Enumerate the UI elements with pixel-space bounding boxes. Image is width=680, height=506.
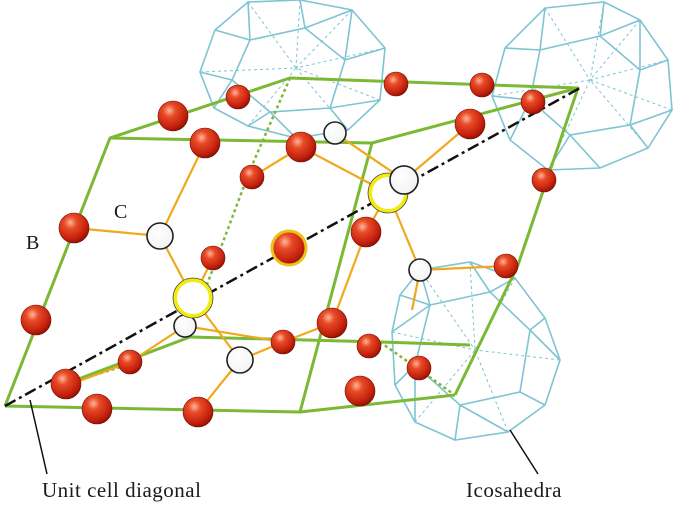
boron-atom — [520, 89, 546, 115]
boron-atom — [406, 355, 432, 381]
boron-atom — [356, 333, 382, 359]
chain-carbon-atom — [172, 277, 214, 319]
boron-atom — [225, 84, 251, 110]
boron-label: B — [26, 232, 39, 254]
boron-atom — [469, 72, 495, 98]
boron-atom — [350, 216, 382, 248]
boron-atoms — [20, 71, 557, 428]
boron-atom — [200, 245, 226, 271]
boron-atom — [344, 375, 376, 407]
boron-atom — [50, 368, 82, 400]
icosahedra-pointer-line — [509, 429, 539, 475]
boron-atom — [157, 100, 189, 132]
central-boron-atom — [270, 229, 308, 267]
carbon-atom — [146, 222, 174, 250]
boron-atom — [285, 131, 317, 163]
boron-atom — [20, 304, 52, 336]
boron-atom — [239, 164, 265, 190]
carbon-atom — [408, 258, 432, 282]
carbon-atom — [389, 165, 419, 195]
icosahedra-caption: Icosahedra — [466, 478, 562, 502]
carbon-label: C — [114, 201, 127, 223]
boron-atom — [531, 167, 557, 193]
icosahedron-top-right — [491, 1, 673, 171]
boron-atom — [383, 71, 409, 97]
carbon-atom — [226, 346, 254, 374]
boron-atom — [58, 212, 90, 244]
chain-carbon-atom — [173, 278, 213, 318]
unit-cell-diagonal-caption: Unit cell diagonal — [42, 478, 201, 502]
diagonal-pointer-line — [29, 399, 48, 475]
boron-atom — [189, 127, 221, 159]
boron-atom — [493, 253, 519, 279]
boron-atom — [270, 329, 296, 355]
boron-atom — [316, 307, 348, 339]
boron-atom — [117, 349, 143, 375]
boron-atom — [182, 396, 214, 428]
icosahedron-top-left — [199, 0, 386, 139]
boron-atom — [81, 393, 113, 425]
boron-atom — [454, 108, 486, 140]
carbon-atom — [323, 121, 347, 145]
